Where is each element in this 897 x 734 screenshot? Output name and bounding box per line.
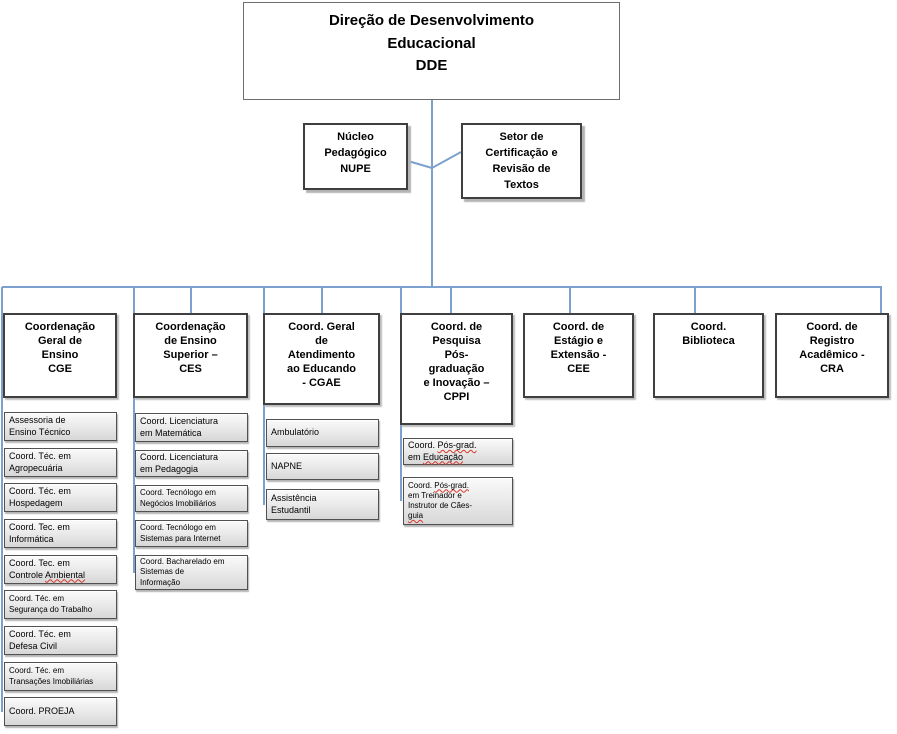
org-node-biblioteca: Coord. Biblioteca — [653, 313, 764, 398]
org-node-cppi: Coord. de Pesquisa Pós- graduação e Inov… — [400, 313, 513, 425]
org-node-item: Coord. Tec. em Controle Ambiental — [4, 555, 117, 584]
org-node-item: Coord. Téc. em Segurança do Trabalho — [4, 590, 117, 619]
org-node-cra: Coord. de Registro Acadêmico - CRA — [775, 313, 889, 398]
org-node-item: Coord. Téc. em Transações Imobiliárias — [4, 662, 117, 691]
org-node-item: Coord. Téc. em Defesa Civil — [4, 626, 117, 655]
org-node-cge: Coordenação Geral de Ensino CGE — [3, 313, 117, 398]
org-node-item: Ambulatório — [266, 419, 379, 447]
org-node-item: Coord. Licenciatura em Pedagogia — [135, 450, 248, 477]
org-node-item: Coord. Pós-grad. em Treinador e Instruto… — [403, 477, 513, 525]
org-node-item: Coord. Licenciatura em Matemática — [135, 413, 248, 442]
org-node-cgae: Coord. Geral de Atendimento ao Educando … — [263, 313, 380, 405]
org-node-certificacao: Setor de Certificação e Revisão de Texto… — [461, 123, 582, 199]
org-node-item: Coord. Pós-grad. em Educação — [403, 438, 513, 465]
org-node-item: Coord. PROEJA — [4, 697, 117, 726]
org-node-ces: Coordenação de Ensino Superior – CES — [133, 313, 248, 398]
org-node-item: Coord. Téc. em Agropecuária — [4, 448, 117, 477]
org-node-item: Assistência Estudantil — [266, 489, 379, 520]
org-node-cee: Coord. de Estágio e Extensão - CEE — [523, 313, 634, 398]
org-node-item: Coord. Tec. em Informática — [4, 519, 117, 548]
org-node-item: Assessoria de Ensino Técnico — [4, 412, 117, 441]
org-node-dde: Direção de Desenvolvimento Educacional D… — [243, 2, 620, 100]
org-node-nupe: Núcleo Pedagógico NUPE — [303, 123, 408, 190]
org-node-item: Coord. Téc. em Hospedagem — [4, 483, 117, 512]
org-node-item: Coord. Tecnólogo em Negócios Imobiliário… — [135, 485, 248, 512]
org-node-item: Coord. Tecnólogo em Sistemas para Intern… — [135, 520, 248, 547]
org-node-item: NAPNE — [266, 453, 379, 480]
org-node-item: Coord. Bacharelado em Sistemas de Inform… — [135, 555, 248, 590]
